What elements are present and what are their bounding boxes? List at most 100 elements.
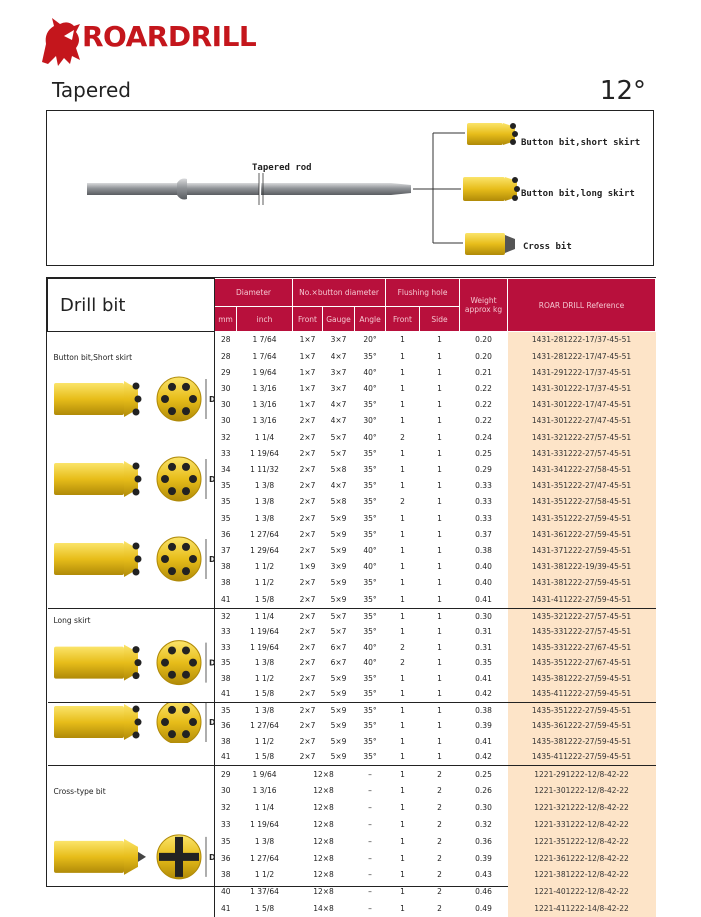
cell-reference: 1431-331222-27/57-45-51: [508, 445, 656, 461]
cell-weight: 0.22: [460, 381, 508, 397]
cell-gauge: 5×7: [323, 429, 355, 445]
cell-weight: 0.39: [460, 850, 508, 867]
cell-gauge: 5×9: [323, 749, 355, 765]
cell-front: 1×9: [293, 559, 323, 575]
cell-mm: 35: [215, 655, 237, 671]
cell-flush-front: 1: [386, 765, 420, 782]
cell-weight: 0.21: [460, 364, 508, 380]
cell-mm: 35: [215, 478, 237, 494]
cell-weight: 0.31: [460, 640, 508, 656]
taper-angle: 12°: [600, 76, 646, 106]
cell-angle: 35°: [355, 510, 386, 526]
sub-flush-front: Front: [386, 307, 420, 332]
brand-name: ROARDRILL: [82, 20, 256, 53]
cell-flush-front: 1: [386, 575, 420, 591]
cell-mm: 41: [215, 749, 237, 765]
cell-inch: 1 5/8: [237, 591, 293, 608]
cell-front: 2×7: [293, 510, 323, 526]
cell-inch: 1 5/8: [237, 686, 293, 702]
section-caption: Button bit,Short skirt: [48, 332, 215, 366]
cell-mm: 33: [215, 624, 237, 640]
cell-angle: 30°: [355, 413, 386, 429]
cell-gauge: 3×7: [323, 332, 355, 349]
cell-flush-front: 1: [386, 478, 420, 494]
button-bit-icon: D: [54, 628, 215, 699]
cell-flush-front: 1: [386, 397, 420, 413]
cell-angle: 40°: [355, 429, 386, 445]
cell-angle: –: [355, 884, 386, 901]
cell-gauge: 5×7: [323, 608, 355, 624]
cell-flush-front: 1: [386, 800, 420, 817]
cell-mm: 40: [215, 884, 237, 901]
cell-flush-side: 1: [420, 478, 460, 494]
cell-flush-front: 1: [386, 381, 420, 397]
cell-mm: 41: [215, 686, 237, 702]
cell-mm: 41: [215, 901, 237, 917]
cell-reference: 1431-351222-27/59-45-51: [508, 510, 656, 526]
cell-flush-side: 1: [420, 381, 460, 397]
cell-front: 1×7: [293, 332, 323, 349]
cell-angle: –: [355, 765, 386, 782]
cell-angle: 40°: [355, 364, 386, 380]
cell-front: 2×7: [293, 655, 323, 671]
cell-inch: 1 1/2: [237, 575, 293, 591]
cell-reference: 1435-411222-27/59-45-51: [508, 749, 656, 765]
cell-flush-side: 1: [420, 718, 460, 734]
cross-bit-icon: [465, 233, 515, 255]
cell-reference: 1435-331222-27/67-45-51: [508, 640, 656, 656]
svg-text:D: D: [209, 718, 215, 727]
cell-reference: 1431-341222-27/58-45-51: [508, 462, 656, 478]
cell-front: 2×7: [293, 413, 323, 429]
sub-front: Front: [293, 307, 323, 332]
long-skirt-label: Button bit,long skirt: [521, 189, 635, 199]
cell-reference: 1221-381222-12/8-42-22: [508, 867, 656, 884]
cell-flush-side: 1: [420, 734, 460, 750]
cell-flush-side: 2: [420, 765, 460, 782]
cell-inch: 1 5/8: [237, 749, 293, 765]
cell-gauge: 5×9: [323, 686, 355, 702]
cell-flush-side: 1: [420, 510, 460, 526]
cell-flush-side: 1: [420, 494, 460, 510]
cell-flush-side: 2: [420, 884, 460, 901]
cell-weight: 0.40: [460, 575, 508, 591]
cell-flush-side: 1: [420, 526, 460, 542]
cell-weight: 0.20: [460, 348, 508, 364]
cell-flush-side: 1: [420, 348, 460, 364]
cell-weight: 0.42: [460, 686, 508, 702]
cell-gauge: 5×8: [323, 462, 355, 478]
cell-flush-front: 2: [386, 429, 420, 445]
cell-angle: –: [355, 783, 386, 800]
cell-flush-side: 2: [420, 901, 460, 917]
cell-angle: 40°: [355, 559, 386, 575]
cell-reference: 1435-411222-27/59-45-51: [508, 686, 656, 702]
cell-mm: 30: [215, 783, 237, 800]
cell-reference: 1221-351222-12/8-42-22: [508, 833, 656, 850]
cell-reference: 1435-381222-27/59-45-51: [508, 734, 656, 750]
cell-mm: 37: [215, 543, 237, 559]
cell-flush-front: 1: [386, 702, 420, 718]
header-weight: Weight approx kg: [460, 279, 508, 332]
cell-flush-front: 1: [386, 559, 420, 575]
cell-angle: 40°: [355, 381, 386, 397]
section-caption: Cross-type bit: [48, 766, 215, 800]
header-diameter: Diameter: [215, 279, 293, 307]
cell-front: 2×7: [293, 686, 323, 702]
cell-inch: 1 3/8: [237, 478, 293, 494]
cell-gauge: 4×7: [323, 413, 355, 429]
cell-front: 1×7: [293, 381, 323, 397]
cell-mm: 30: [215, 413, 237, 429]
cell-weight: 0.24: [460, 429, 508, 445]
cell-inch: 1 1/2: [237, 559, 293, 575]
svg-text:D: D: [209, 395, 215, 404]
cell-front: 1×7: [293, 364, 323, 380]
cell-flush-front: 1: [386, 783, 420, 800]
cell-inch: 1 27/64: [237, 526, 293, 542]
cell-flush-front: 1: [386, 348, 420, 364]
cell-flush-side: 1: [420, 429, 460, 445]
cell-flush-side: 1: [420, 608, 460, 624]
cell-weight: 0.22: [460, 413, 508, 429]
cell-weight: 0.33: [460, 510, 508, 526]
